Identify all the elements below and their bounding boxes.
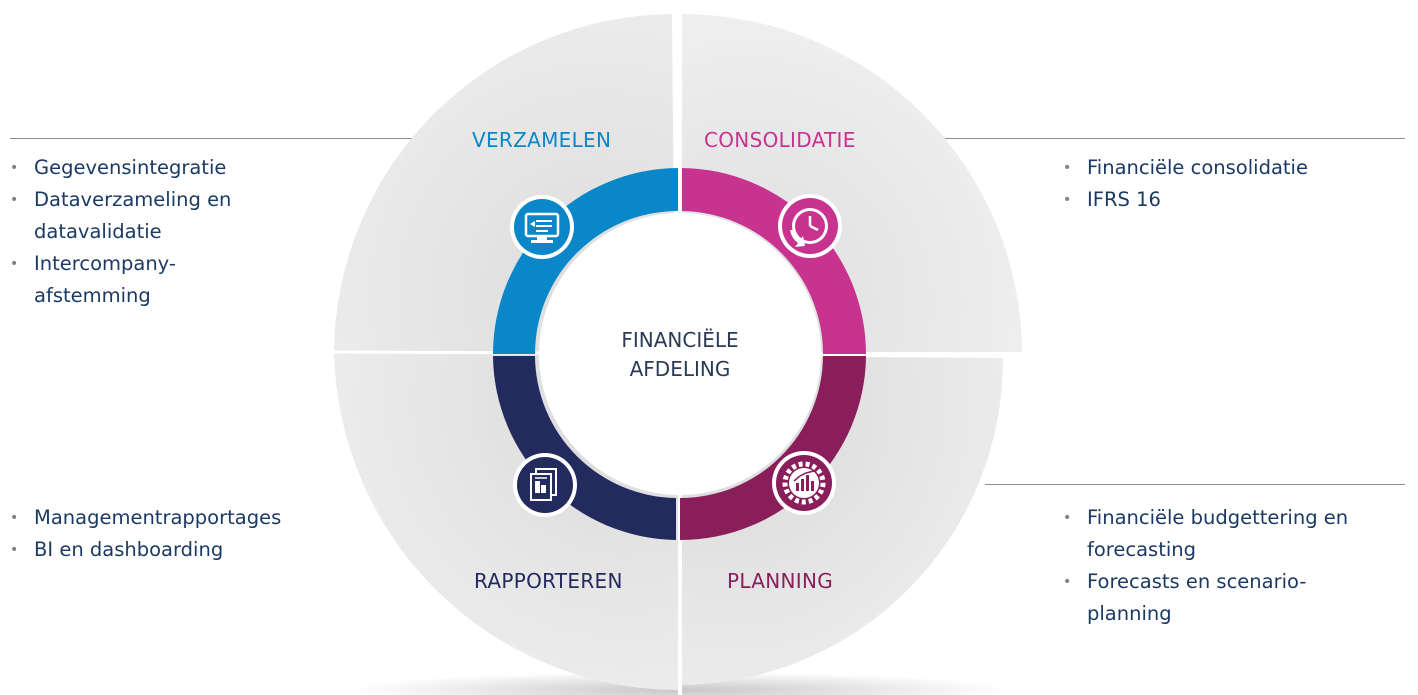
list-item: IFRS 16: [1053, 184, 1413, 216]
center-title-line2: AFDELING: [629, 357, 731, 381]
label-verzamelen: VERZAMELEN: [472, 128, 612, 152]
ring-segment-planning: [680, 356, 866, 540]
list-rapporteren: Managementrapportages BI en dashboarding: [0, 502, 360, 566]
list-item: Gegevensintegratie: [0, 152, 320, 184]
ring-segment-verzamelen: [492, 168, 678, 354]
list-verzamelen: Gegevensintegratie Dataverzameling en da…: [0, 152, 320, 312]
label-planning: PLANNING: [727, 569, 834, 593]
label-rapporteren: RAPPORTEREN: [474, 569, 623, 593]
list-consolidatie: Financiële consolidatie IFRS 16: [1053, 152, 1413, 216]
rule-top-left: [10, 138, 418, 139]
rule-top-right: [935, 138, 1405, 139]
list-item: BI en dashboarding: [0, 534, 360, 566]
label-consolidatie: CONSOLIDATIE: [704, 128, 856, 152]
ring-segment-consolidatie: [682, 168, 866, 354]
clock-icon: [778, 194, 842, 258]
list-planning: Financiële budgettering en forecasting F…: [1053, 502, 1383, 630]
ring-segment-rapporteren: [493, 356, 676, 540]
center-disc: [539, 213, 821, 495]
list-item: Managementrapportages: [0, 502, 360, 534]
monitor-data-icon: [510, 195, 574, 259]
gear-chart-icon: [772, 451, 836, 515]
documents-icon: [513, 453, 577, 517]
center-title-line1: FINANCIËLE: [621, 328, 739, 352]
list-item: Financiële consolidatie: [1053, 152, 1413, 184]
list-item: Financiële budgettering en forecasting: [1053, 502, 1387, 566]
list-item: Dataverzameling en datavalidatie: [0, 184, 284, 248]
list-item: Intercompany-afstemming: [0, 248, 264, 312]
list-item: Forecasts en scenario-planning: [1053, 566, 1367, 630]
rule-bottom-right: [985, 484, 1405, 485]
center-title: FINANCIËLE AFDELING: [560, 326, 800, 384]
